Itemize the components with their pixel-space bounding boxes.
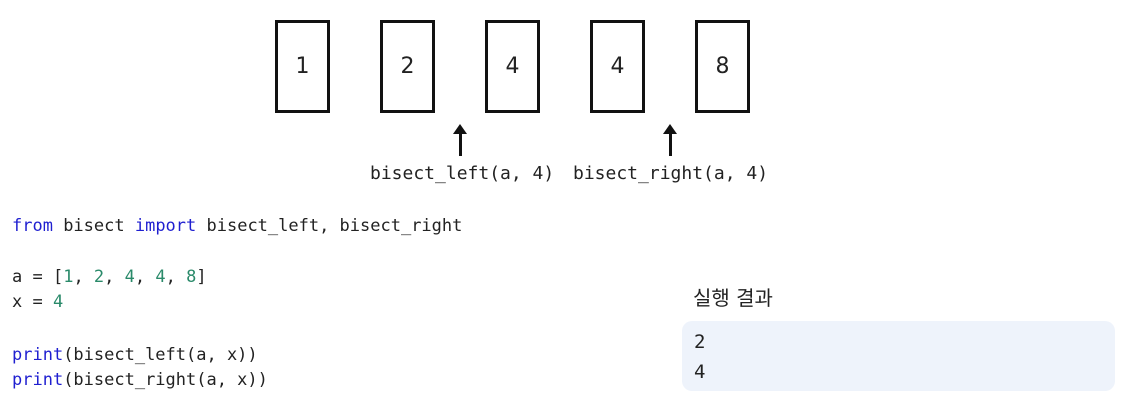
code-line-import: from bisect import bisect_left, bisect_r…: [12, 214, 462, 238]
array-box-5: 8: [695, 20, 750, 113]
module-name: bisect: [52, 216, 135, 236]
array-box-2: 2: [380, 20, 435, 113]
keyword-from: from: [12, 216, 53, 236]
code-text: a = [: [12, 267, 64, 287]
array-box-3: 4: [485, 20, 540, 113]
code-line-print-right: print(bisect_right(a, x)): [12, 368, 268, 392]
code-line-x: x = 4: [12, 290, 63, 314]
bisect-left-arrow-icon: [453, 124, 467, 156]
code-text: ,: [104, 267, 125, 287]
bisect-right-label: bisect_right(a, 4): [573, 163, 769, 184]
code-text: ,: [73, 267, 94, 287]
code-number: 4: [52, 292, 64, 312]
code-text: (bisect_left(a, x)): [63, 345, 258, 365]
array-box-4: 4: [590, 20, 645, 113]
bisect-right-arrow-icon: [663, 124, 677, 156]
result-line-2: 4: [694, 361, 706, 383]
result-output-box: 2 4: [682, 321, 1115, 391]
keyword-print: print: [12, 345, 64, 365]
code-text: (bisect_right(a, x)): [63, 370, 268, 390]
code-text: ,: [134, 267, 156, 287]
imported-names: bisect_left, bisect_right: [196, 216, 463, 236]
code-number: 4: [124, 267, 135, 287]
code-number: 2: [93, 267, 105, 287]
code-text: ]: [196, 267, 207, 287]
keyword-print: print: [12, 370, 64, 390]
result-title: 실행 결과: [693, 286, 773, 310]
code-text: ,: [165, 267, 187, 287]
code-number: 1: [63, 267, 74, 287]
code-line-list: a = [1, 2, 4, 4, 8]: [12, 265, 207, 289]
code-number: 8: [186, 267, 197, 287]
array-box-1: 1: [275, 20, 330, 113]
bisect-left-label: bisect_left(a, 4): [370, 163, 555, 184]
code-line-print-left: print(bisect_left(a, x)): [12, 343, 258, 367]
code-number: 4: [155, 267, 166, 287]
result-line-1: 2: [694, 331, 706, 353]
keyword-import: import: [134, 216, 197, 236]
code-text: x =: [12, 292, 53, 312]
